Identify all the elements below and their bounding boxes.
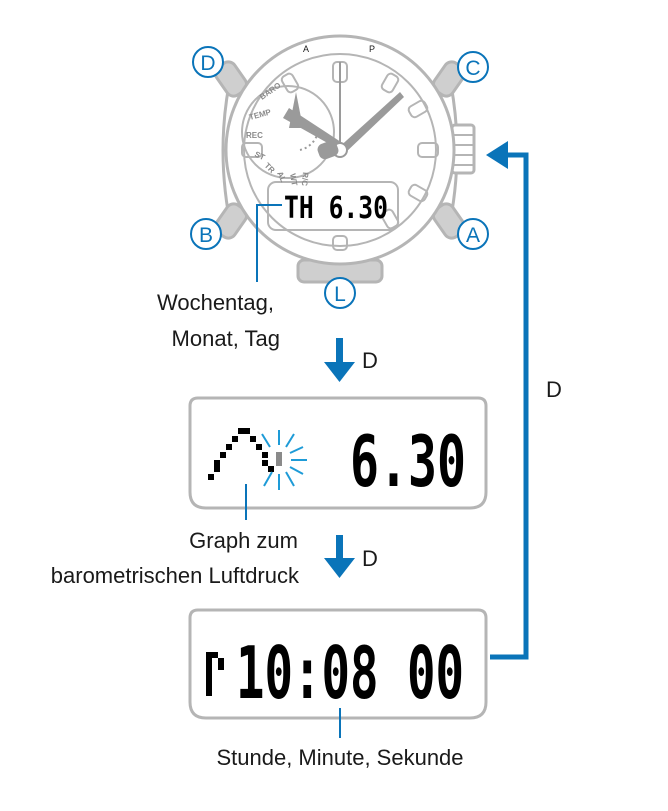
blink-ray <box>261 433 271 448</box>
arrow-head <box>324 362 355 382</box>
subdial-label-rc: R/C <box>300 172 310 187</box>
pm-indicator-dot <box>218 658 224 670</box>
button-c-circle <box>457 51 489 83</box>
step-arrow-1 <box>324 338 355 382</box>
graph-dot <box>226 444 232 450</box>
blink-indicator <box>261 430 307 490</box>
graph-dot <box>250 436 256 442</box>
arrow-head <box>324 558 355 578</box>
blink-ray <box>289 466 304 475</box>
hour-hand <box>283 108 344 150</box>
step-arrow-2-button: D <box>362 546 378 571</box>
watch-hands <box>283 62 404 160</box>
date-label-line2: Monat, Tag <box>172 326 280 351</box>
arrow-shaft <box>336 338 343 366</box>
subdial-label-wt: WT <box>288 173 299 187</box>
graph-dot <box>232 436 238 442</box>
graph-dot-current <box>276 452 282 466</box>
graph-dot <box>256 444 262 450</box>
subdial-label-rec: REC <box>246 131 263 140</box>
graph-dot <box>262 460 268 466</box>
arrow-shaft <box>336 535 343 563</box>
graph-dot <box>220 452 226 458</box>
hour-marker <box>380 208 400 230</box>
button-l-circle <box>324 277 356 309</box>
button-l-label: L <box>334 283 346 306</box>
graph-dot <box>268 466 274 472</box>
step-arrow-2 <box>324 535 355 578</box>
blink-ray <box>289 446 304 454</box>
return-arrow-head <box>486 141 508 169</box>
button-a-circle <box>457 218 489 250</box>
button-d-circle <box>192 46 224 78</box>
blink-ray <box>263 471 273 487</box>
hour-marker <box>407 183 429 203</box>
graph-dot <box>208 474 214 480</box>
hand-pivot-tail <box>317 140 339 160</box>
date-label-line1: Wochentag, <box>157 290 274 315</box>
graph-dot <box>214 466 220 472</box>
hour-marker <box>280 72 300 94</box>
subdial-dotted-arc <box>299 131 319 151</box>
graph-dot <box>214 460 220 466</box>
subdial-label-st: ST <box>253 150 266 163</box>
graph-label-line1: Graph zum <box>189 528 298 553</box>
button-c-label: C <box>465 57 480 80</box>
time-display-value: 10:08 00 <box>236 631 464 715</box>
subdial-label-al: AL <box>275 170 288 184</box>
hour-marker <box>332 235 348 251</box>
time-display-frame <box>188 608 488 720</box>
blink-ray <box>285 433 295 448</box>
watch-lcd-text: TH 6.30 <box>284 191 388 226</box>
graph-display-value: 6.30 <box>350 421 466 503</box>
return-arrow-line <box>490 152 529 660</box>
date-leader-line <box>256 204 282 282</box>
hour-marker <box>241 142 263 158</box>
bezel-mark-p: P <box>369 44 375 54</box>
watch-subdial <box>241 85 335 179</box>
pm-indicator <box>206 652 224 696</box>
hour-marker <box>417 142 439 158</box>
watch-illustration <box>213 34 476 284</box>
hour-marker <box>407 99 429 119</box>
watch-dial <box>243 53 437 247</box>
button-d-label: D <box>200 52 215 75</box>
button-b-circle <box>190 218 222 250</box>
button-a-label: A <box>466 224 480 247</box>
time-label: Stunde, Minute, Sekunde <box>216 745 463 770</box>
blink-ray <box>285 471 295 487</box>
minute-hand <box>336 92 404 154</box>
return-arrow <box>486 141 529 660</box>
hour-marker <box>380 72 400 94</box>
graph-dot <box>262 452 268 458</box>
graph-label-line2: barometrischen Luftdruck <box>51 563 300 588</box>
graph-dot <box>244 428 250 434</box>
button-labels: D C B A L <box>190 46 489 309</box>
graph-display-frame <box>188 396 488 510</box>
pm-indicator-dot <box>206 652 212 696</box>
pressure-graph <box>208 428 282 480</box>
graph-dot <box>238 428 244 434</box>
pm-indicator-dot <box>212 652 218 658</box>
return-arrow-button: D <box>546 377 562 402</box>
button-b-label: B <box>199 224 213 247</box>
bezel-mark-a: A <box>303 44 309 54</box>
step-arrow-1-button: D <box>362 348 378 373</box>
